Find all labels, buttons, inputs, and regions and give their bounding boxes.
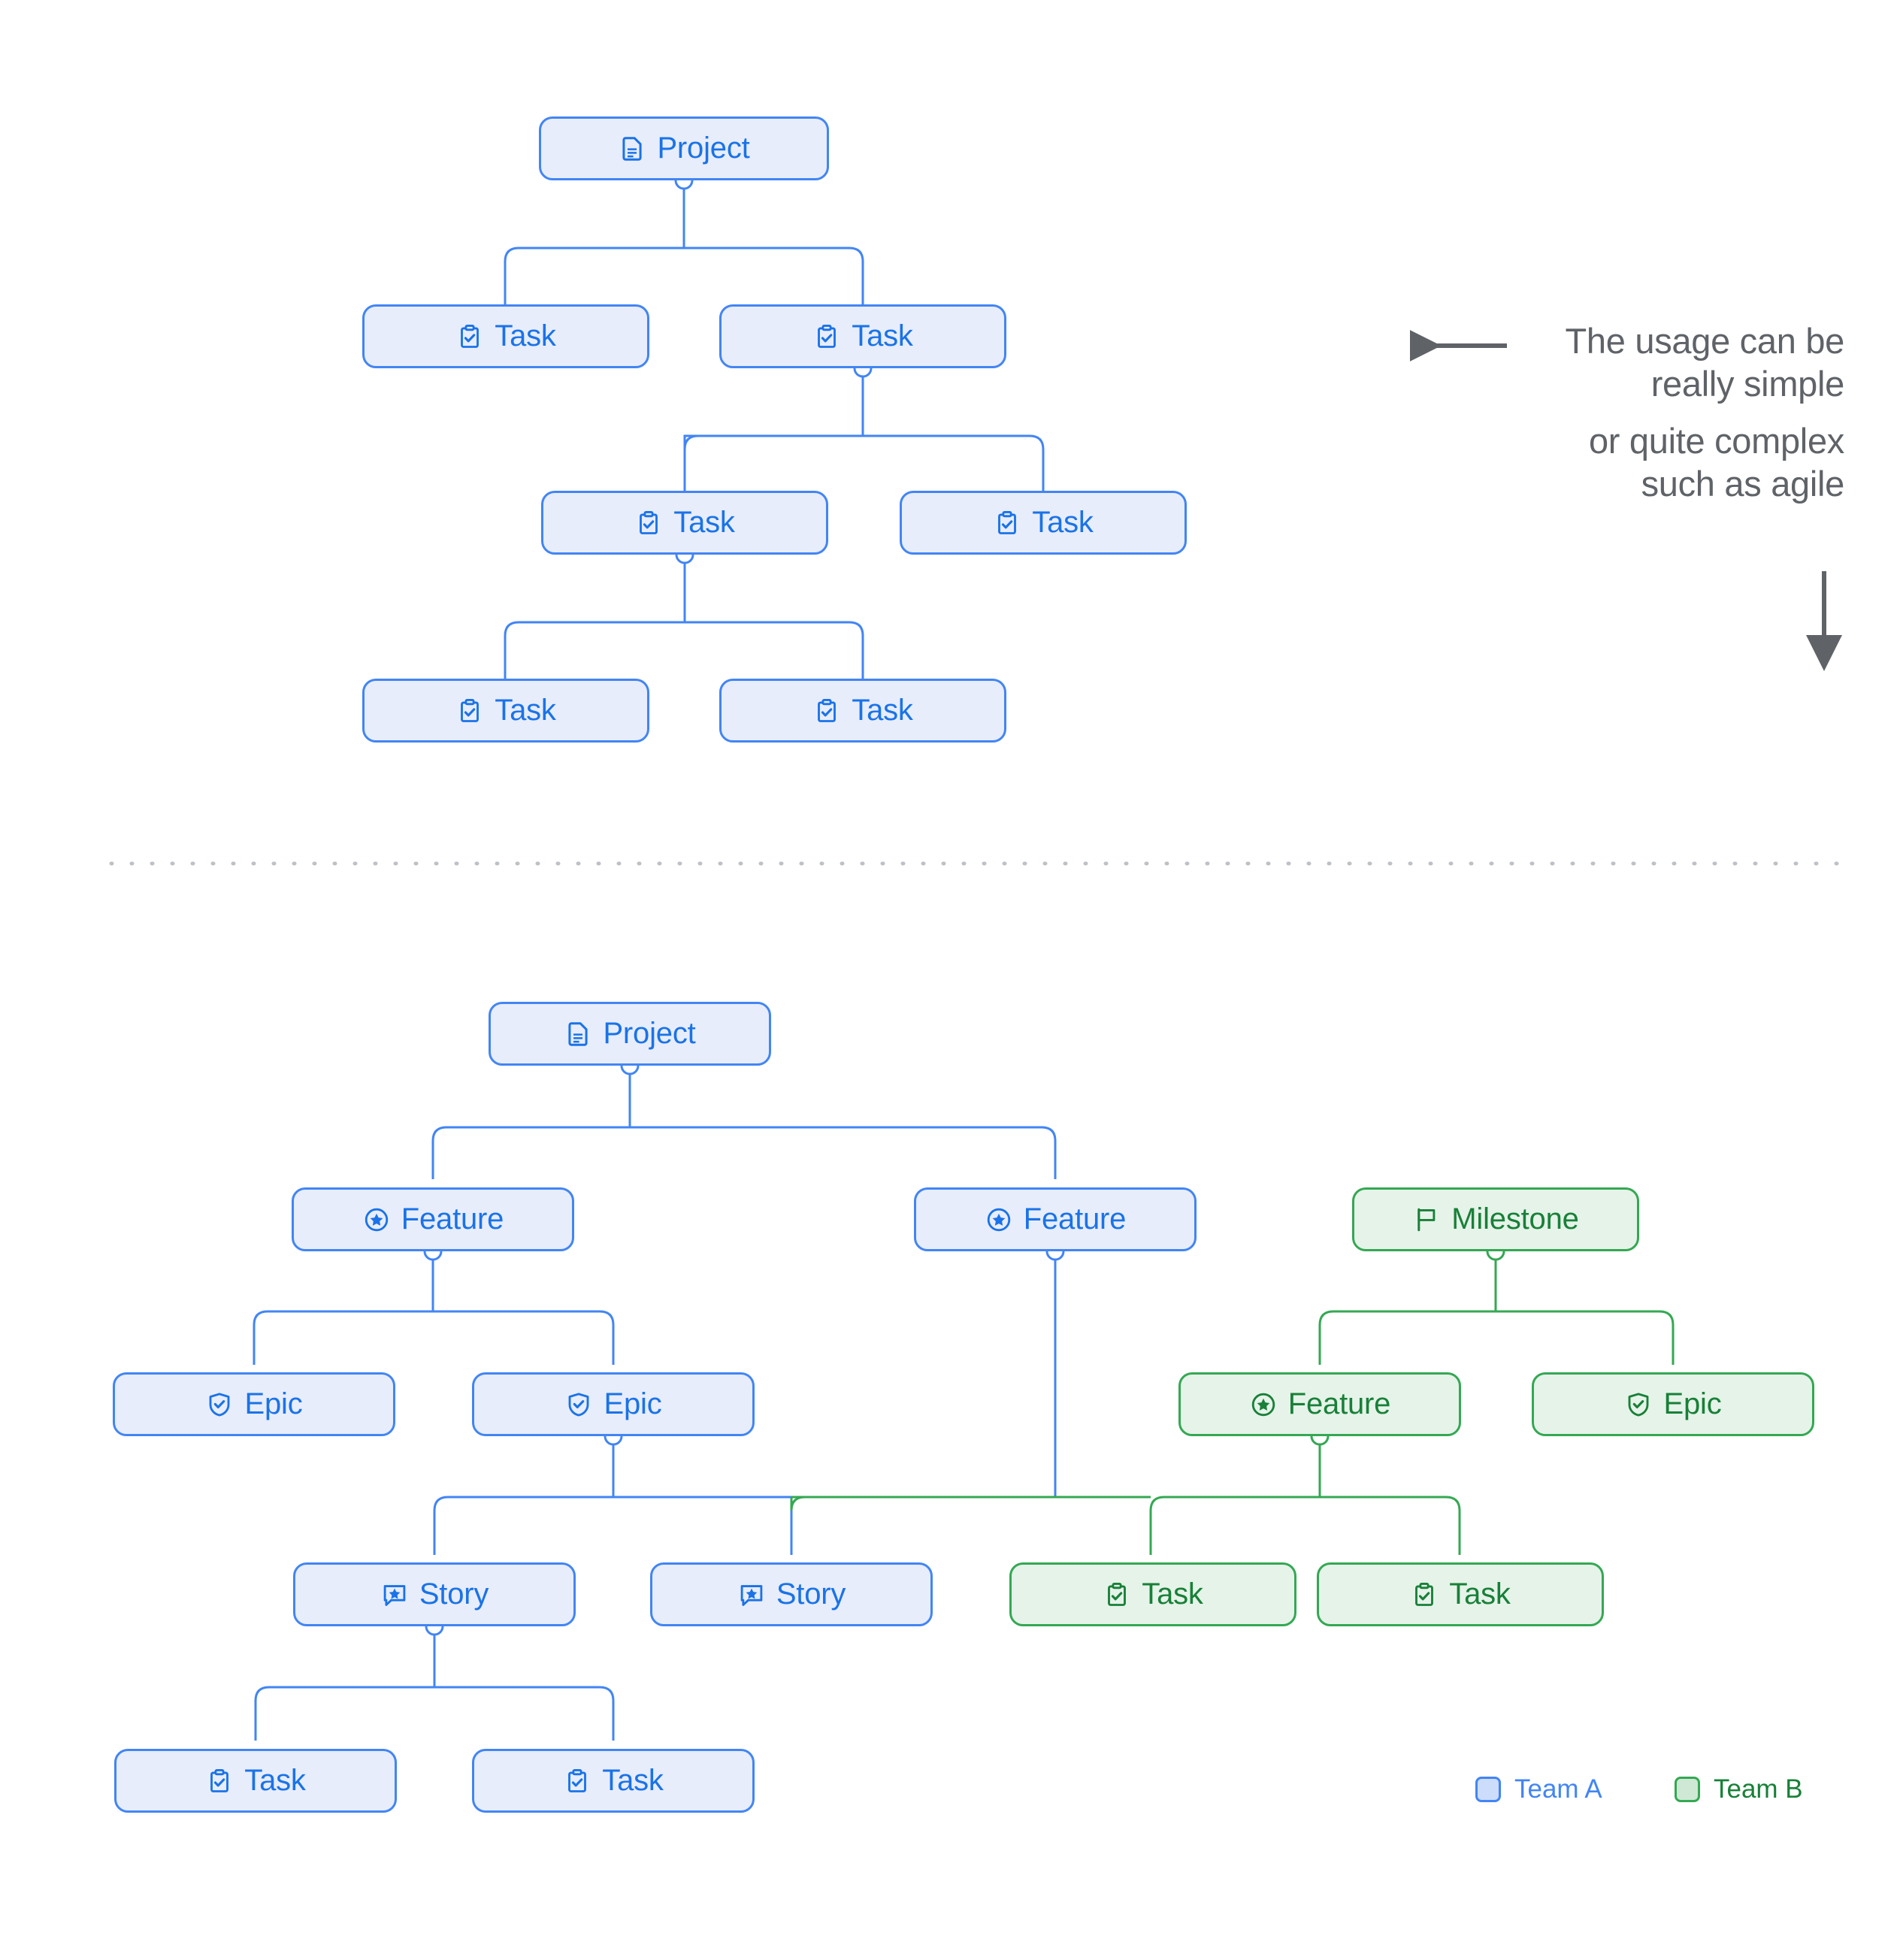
node-task-blue-4[interactable]: Task xyxy=(472,1749,755,1813)
clipboard-check-icon xyxy=(1410,1580,1439,1609)
node-label: Task xyxy=(495,319,556,352)
node-label: Task xyxy=(602,1764,664,1797)
bottom-tree-connectors-blue xyxy=(253,1066,1057,1741)
annotation-line-1: The usage can be xyxy=(1565,321,1845,361)
clipboard-check-icon xyxy=(1103,1580,1131,1609)
clipboard-check-icon xyxy=(563,1767,591,1795)
node-label: Task xyxy=(1032,506,1094,539)
star-circle-icon xyxy=(362,1205,391,1234)
top-tree-connectors xyxy=(504,180,1045,710)
clipboard-check-icon xyxy=(812,322,841,351)
node-label: Task xyxy=(852,319,913,352)
clipboard-check-icon xyxy=(205,1767,234,1795)
clipboard-check-icon xyxy=(455,697,484,725)
chat-star-icon xyxy=(737,1580,766,1609)
node-milestone[interactable]: Milestone xyxy=(1352,1187,1639,1251)
shield-check-icon xyxy=(564,1390,593,1419)
node-task-4[interactable]: Task xyxy=(900,491,1187,555)
node-label: Epic xyxy=(244,1387,303,1420)
bottom-tree-connectors-green xyxy=(790,1251,1675,1555)
node-task-green-2[interactable]: Task xyxy=(1317,1562,1604,1626)
node-feature-2[interactable]: Feature xyxy=(914,1187,1197,1251)
legend-team-b: Team B xyxy=(1675,1774,1803,1804)
node-task-6[interactable]: Task xyxy=(719,679,1006,743)
node-story-1[interactable]: Story xyxy=(293,1562,576,1626)
node-feature-3[interactable]: Feature xyxy=(1178,1372,1461,1436)
node-label: Story xyxy=(776,1577,846,1611)
node-label: Feature xyxy=(401,1202,504,1236)
node-project-2[interactable]: Project xyxy=(489,1002,771,1066)
annotation-line-2: really simple xyxy=(1650,364,1845,404)
usage-annotation: The usage can be really simple or quite … xyxy=(1491,319,1845,505)
node-label: Task xyxy=(244,1764,306,1797)
node-label: Story xyxy=(419,1577,489,1611)
node-project[interactable]: Project xyxy=(539,116,829,180)
clipboard-check-icon xyxy=(993,509,1021,537)
clipboard-check-icon xyxy=(812,697,841,725)
node-label: Project xyxy=(603,1017,696,1050)
node-epic-1[interactable]: Epic xyxy=(113,1372,395,1436)
document-icon xyxy=(618,135,646,163)
node-task-3[interactable]: Task xyxy=(541,491,828,555)
star-circle-icon xyxy=(1249,1390,1278,1419)
down-arrow-icon xyxy=(1806,571,1842,671)
clipboard-check-icon xyxy=(634,509,663,537)
node-label: Milestone xyxy=(1451,1202,1579,1236)
annotation-line-4: such as agile xyxy=(1641,463,1845,504)
node-story-2[interactable]: Story xyxy=(650,1562,933,1626)
node-label: Epic xyxy=(604,1387,662,1420)
legend-swatch-team-b xyxy=(1675,1777,1700,1802)
node-task-5[interactable]: Task xyxy=(362,679,649,743)
document-icon xyxy=(564,1020,592,1048)
node-label: Task xyxy=(495,694,556,727)
clipboard-check-icon xyxy=(455,322,484,351)
node-epic-2[interactable]: Epic xyxy=(472,1372,755,1436)
annotation-line-3: or quite complex xyxy=(1588,420,1844,461)
node-label: Task xyxy=(1142,1577,1203,1611)
star-circle-icon xyxy=(985,1205,1013,1234)
legend-label-team-b: Team B xyxy=(1714,1774,1803,1804)
shield-check-icon xyxy=(205,1390,234,1419)
node-task-green-1[interactable]: Task xyxy=(1009,1562,1296,1626)
chat-star-icon xyxy=(380,1580,409,1609)
legend-label-team-a: Team A xyxy=(1514,1774,1602,1804)
node-label: Project xyxy=(657,132,750,165)
node-epic-3[interactable]: Epic xyxy=(1532,1372,1814,1436)
node-task-blue-3[interactable]: Task xyxy=(114,1749,397,1813)
legend-swatch-team-a xyxy=(1475,1777,1501,1802)
legend-team-a: Team A xyxy=(1475,1774,1602,1804)
node-label: Task xyxy=(673,506,735,539)
node-label: Feature xyxy=(1287,1387,1391,1420)
node-label: Task xyxy=(1449,1577,1511,1611)
node-feature-1[interactable]: Feature xyxy=(292,1187,574,1251)
node-label: Feature xyxy=(1023,1202,1127,1236)
flag-icon xyxy=(1412,1205,1441,1234)
shield-check-icon xyxy=(1624,1390,1653,1419)
node-label: Task xyxy=(852,694,913,727)
node-task-2[interactable]: Task xyxy=(719,304,1006,368)
node-label: Epic xyxy=(1663,1387,1722,1420)
node-task-1[interactable]: Task xyxy=(362,304,649,368)
